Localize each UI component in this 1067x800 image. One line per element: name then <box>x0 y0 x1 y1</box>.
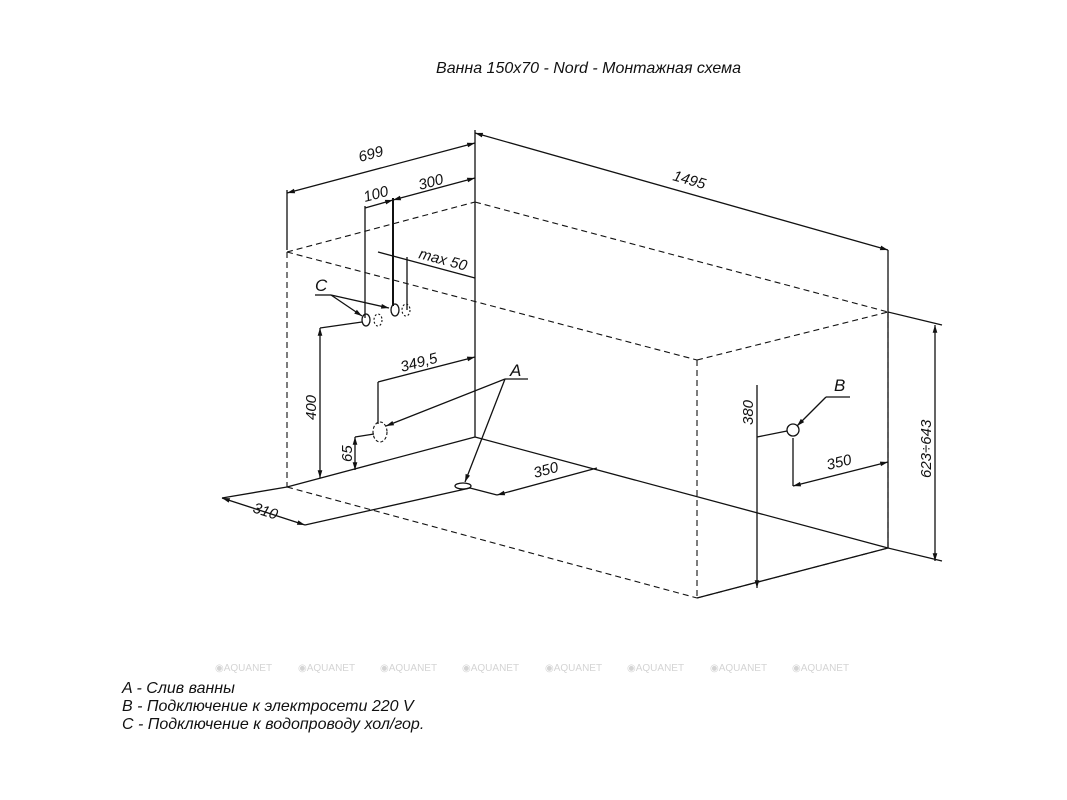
dim-310: 310 <box>251 500 281 524</box>
dim-400: 400 <box>303 394 320 420</box>
dim-100: 100 <box>362 183 391 206</box>
dim-65: 65 <box>339 445 356 462</box>
watermark: ◉AQUANET <box>710 663 767 674</box>
dim-623-643: 623÷643 <box>918 419 935 478</box>
legend-item-b: B - Подключение к электросети 220 V <box>122 698 414 715</box>
dim-699: 699 <box>357 143 386 166</box>
legend: A - Слив ванны B - Подключение к электро… <box>122 680 424 734</box>
diagram-title: Ванна 150x70 - Nord - Монтажная схема <box>436 60 741 77</box>
dim-max-50: max 50 <box>417 245 470 274</box>
dim-380: 380 <box>740 399 757 425</box>
marker-a: A <box>509 361 521 380</box>
watermark: ◉AQUANET <box>792 663 849 674</box>
dim-1495: 1495 <box>671 168 708 194</box>
watermark: ◉AQUANET <box>298 663 355 674</box>
electric-connection-b <box>786 423 800 437</box>
dim-300: 300 <box>417 171 446 194</box>
overflow-hole <box>372 421 388 443</box>
water-connection-c <box>361 303 411 327</box>
dim-350-side: 350 <box>825 451 854 474</box>
watermark: ◉AQUANET <box>380 663 437 674</box>
watermark: ◉AQUANET <box>215 663 272 674</box>
legend-item-c: C - Подключение к водопроводу хол/гор. <box>122 716 425 733</box>
marker-c: C <box>315 276 328 295</box>
watermark: ◉AQUANET <box>627 663 684 674</box>
watermark: ◉AQUANET <box>462 663 519 674</box>
dim-350-floor: 350 <box>532 459 561 482</box>
legend-item-a: A - Слив ванны <box>122 680 235 697</box>
watermark: ◉AQUANET <box>545 663 602 674</box>
watermark-row: ◉AQUANET ◉AQUANET ◉AQUANET ◉AQUANET ◉AQU… <box>215 663 849 674</box>
marker-b: B <box>834 376 845 395</box>
